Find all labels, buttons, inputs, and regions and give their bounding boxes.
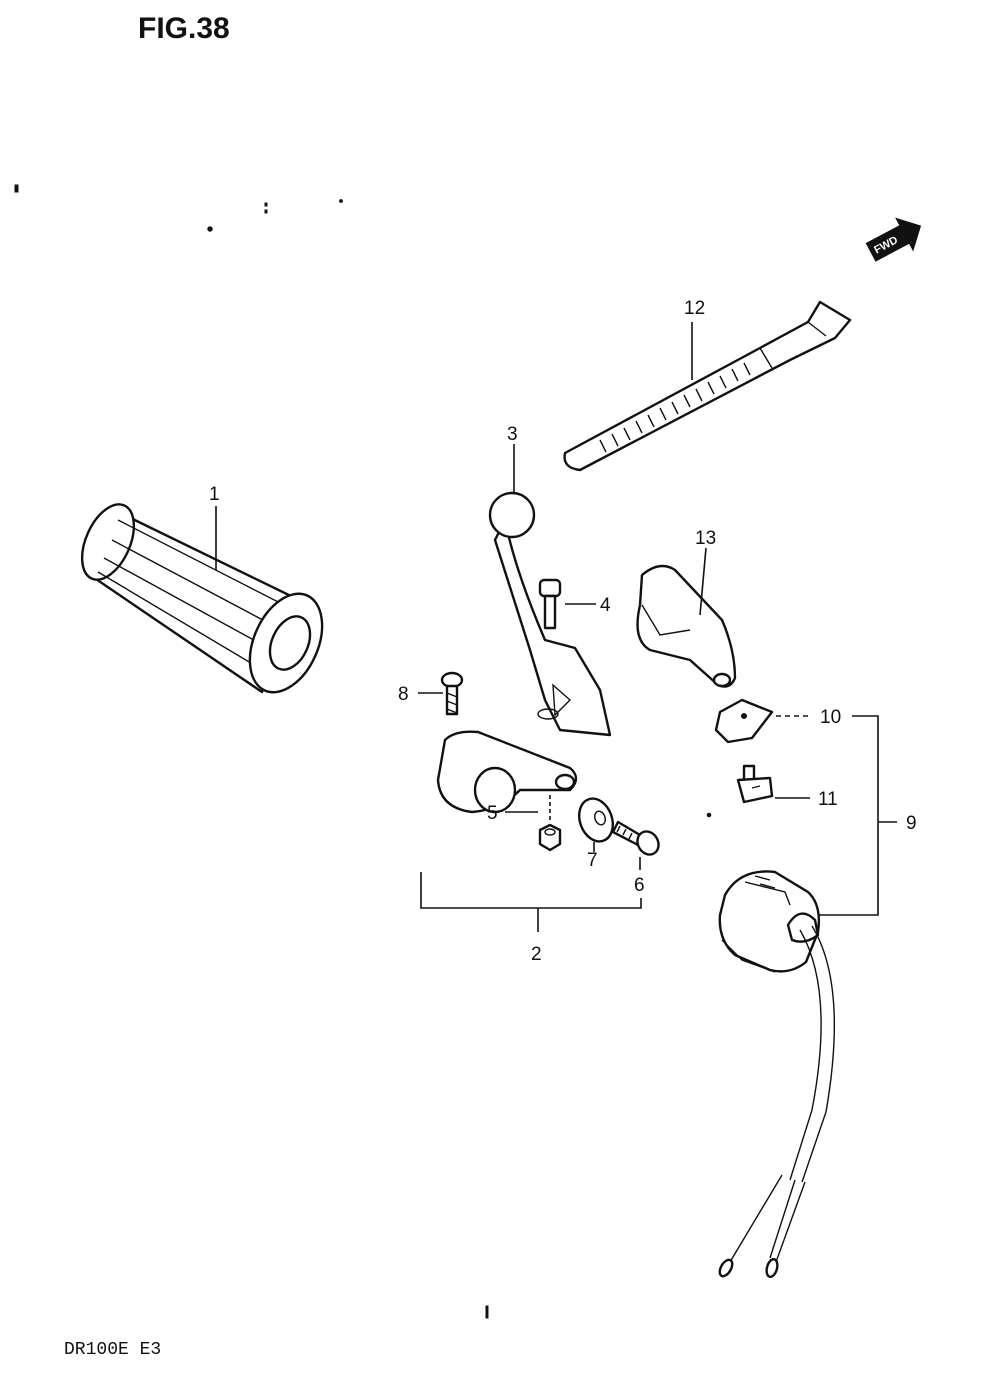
handlebar-grip-icon [80, 503, 324, 694]
callout-4: 4 [600, 595, 611, 616]
cable-tie-icon [563, 300, 852, 472]
leader-13 [699, 547, 707, 616]
adjuster-bolt-icon [611, 820, 660, 856]
callout-13: 13 [695, 528, 716, 549]
bracket-9 [818, 715, 879, 916]
fwd-badge: FWD [865, 217, 922, 262]
clutch-lever-icon [488, 491, 612, 737]
switch-knob-icon [714, 698, 774, 744]
callout-7: 7 [587, 850, 598, 871]
callout-10: 10 [820, 707, 841, 728]
callout-8: 8 [398, 684, 409, 705]
pivot-bolt-icon [538, 578, 562, 630]
wire-harness-icon [718, 925, 836, 1278]
screw-icon [440, 671, 464, 716]
callout-2: 2 [531, 944, 542, 965]
model-code: DR100E E3 [64, 1340, 161, 1360]
switch-button-icon [736, 764, 774, 804]
lever-holder-icon [436, 730, 578, 814]
lever-cover-icon [636, 564, 737, 688]
nut-icon [538, 823, 562, 852]
callout-1: 1 [209, 484, 220, 505]
switch-housing-icon [718, 870, 821, 973]
cable-tie-teeth [599, 362, 751, 453]
forward-arrow-icon: FWD [865, 217, 922, 262]
callout-11: 11 [818, 789, 838, 810]
callout-9: 9 [906, 813, 917, 834]
callout-6: 6 [634, 875, 645, 896]
washer-icon [577, 797, 615, 843]
figure-title: FIG.38 [138, 12, 230, 45]
callout-5: 5 [487, 803, 498, 824]
scan-specks [14, 184, 712, 1319]
bracket-2 [420, 872, 642, 909]
callout-3: 3 [507, 424, 518, 445]
callout-12: 12 [684, 298, 705, 319]
